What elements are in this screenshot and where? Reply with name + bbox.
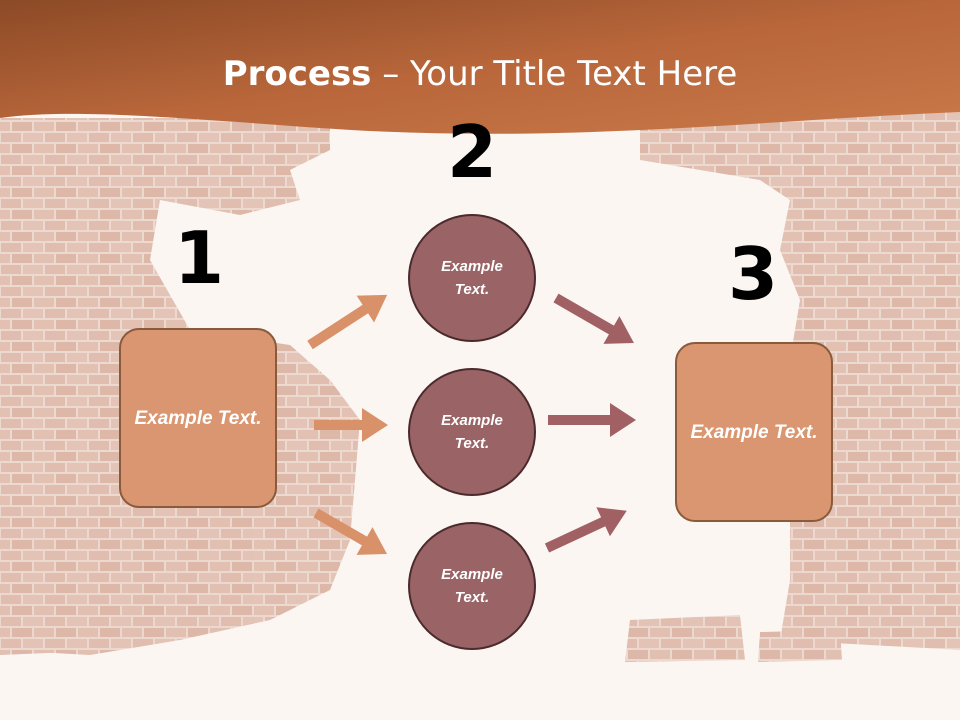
title-bold: Process [222, 54, 372, 94]
process-circle-1-text: Example Text. [441, 258, 503, 298]
arrows-right [544, 293, 636, 553]
process-circle-3-text: Example Text. [441, 566, 503, 606]
arrow-to-circle-2 [314, 408, 388, 442]
process-circle-1: Example Text. [408, 214, 536, 342]
process-circle-2: Example Text. [408, 368, 536, 496]
arrow-from-circle-2 [548, 403, 636, 437]
process-box-right: Example Text. [675, 342, 833, 522]
slide-title: Process – Your Title Text Here [0, 52, 960, 96]
title-rest: – Your Title Text Here [371, 54, 738, 94]
arrow-to-circle-3 [313, 508, 388, 555]
step-number-2: 2 [446, 110, 498, 194]
arrow-from-circle-1 [553, 293, 634, 344]
arrows-left [307, 294, 388, 555]
process-box-left: Example Text. [119, 328, 277, 508]
process-box-right-text: Example Text. [690, 421, 818, 443]
arrow-from-circle-3 [544, 507, 627, 553]
step-number-1: 1 [173, 216, 225, 300]
arrow-to-circle-1 [307, 294, 388, 350]
step-number-3: 3 [727, 232, 779, 316]
process-circle-3: Example Text. [408, 522, 536, 650]
process-box-left-text: Example Text. [134, 407, 262, 429]
header-banner [0, 0, 960, 134]
process-circle-2-text: Example Text. [441, 412, 503, 452]
